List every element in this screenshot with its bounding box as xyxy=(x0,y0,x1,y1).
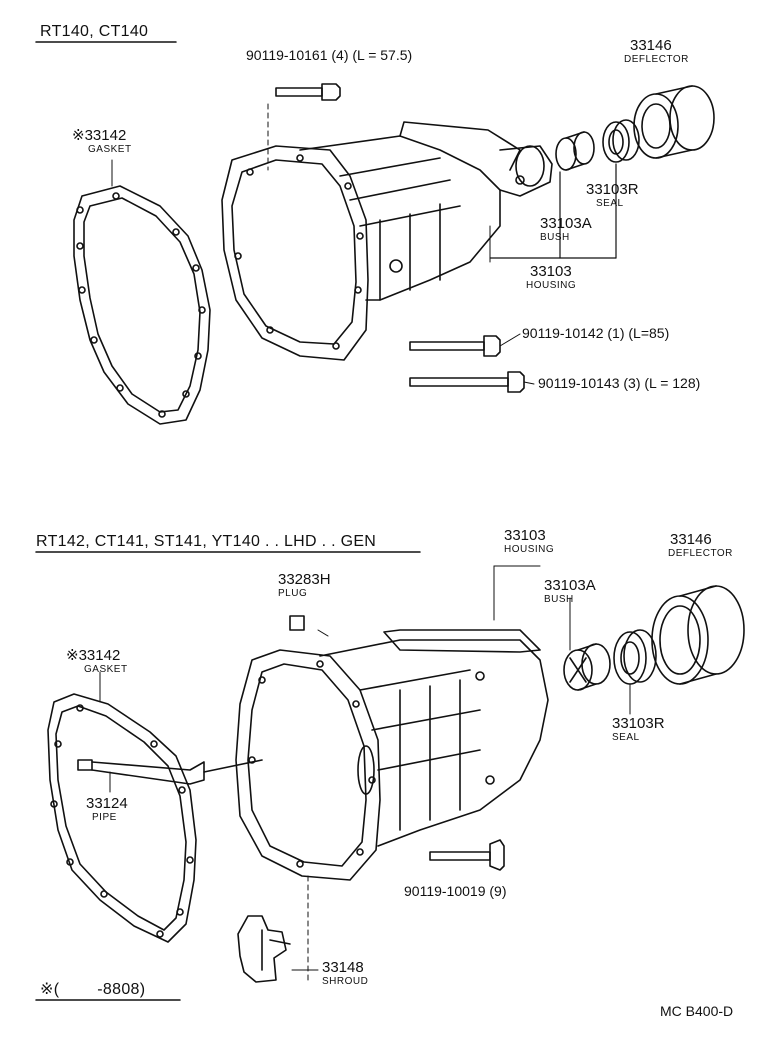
bottom-deflector-drawing xyxy=(651,585,745,685)
top-deflector-number: 33146 xyxy=(630,37,672,54)
top-seal-name: SEAL xyxy=(596,198,624,209)
bottom-pipe-name: PIPE xyxy=(92,812,117,823)
bottom-shroud-number: 33148 xyxy=(322,959,364,976)
top-bolt-upper-drawing xyxy=(267,83,341,171)
top-housing-drawing xyxy=(221,121,553,361)
bottom-deflector-name: DEFLECTOR xyxy=(668,548,733,559)
top-deflector-drawing xyxy=(633,85,715,159)
bottom-bush-number: 33103A xyxy=(544,577,596,594)
bottom-gasket-number: ※33142 xyxy=(66,647,121,664)
top-bolt-b-label: 90119-10142 (1) (L=85) xyxy=(522,325,670,341)
top-seal-number: 33103R xyxy=(586,181,639,198)
bottom-pipe-number: 33124 xyxy=(86,795,128,812)
top-gasket-number: ※33142 xyxy=(72,127,127,144)
bottom-gasket-drawing xyxy=(47,671,197,943)
bottom-deflector-number: 33146 xyxy=(670,531,712,548)
top-bolt-a-label: 90119-10161 (4) (L = 57.5) xyxy=(246,47,413,63)
bottom-seal-name: SEAL xyxy=(612,732,640,743)
top-deflector-name: DEFLECTOR xyxy=(624,54,689,65)
top-section-title: RT140, CT140 xyxy=(40,23,149,40)
bottom-plug-name: PLUG xyxy=(278,588,308,599)
bottom-housing-number: 33103 xyxy=(504,527,546,544)
top-bolt-c-drawing xyxy=(409,371,535,393)
top-bush-number: 33103A xyxy=(540,215,592,232)
bottom-housing-name: HOUSING xyxy=(504,544,555,555)
bottom-plug-number: 33283H xyxy=(278,571,331,588)
bottom-seal-number: 33103R xyxy=(612,715,665,732)
bottom-housing-drawing xyxy=(235,565,549,981)
bottom-seal-drawing xyxy=(613,629,657,715)
bottom-bush-drawing xyxy=(563,597,611,691)
top-gasket-drawing xyxy=(73,159,211,425)
bottom-gasket-name: GASKET xyxy=(84,664,128,675)
footnote-text: ※( -8808) xyxy=(40,981,146,998)
bottom-bush-name: BUSH xyxy=(544,594,574,605)
bottom-pipe-drawing xyxy=(77,759,263,793)
top-housing-name: HOUSING xyxy=(526,280,577,291)
figure-code: MC B400-D xyxy=(660,1003,734,1019)
top-bush-drawing xyxy=(555,131,595,171)
bottom-plug-drawing xyxy=(289,615,329,637)
top-seal-drawing xyxy=(602,119,640,163)
bottom-shroud-name: SHROUD xyxy=(322,976,369,987)
bottom-shroud-drawing xyxy=(237,915,319,983)
bottom-section-title: RT142, CT141, ST141, YT140 . . LHD . . G… xyxy=(36,533,377,550)
top-bush-name: BUSH xyxy=(540,232,570,243)
bottom-bolt-label: 90119-10019 (9) xyxy=(404,883,507,899)
bottom-bolt-drawing xyxy=(429,839,505,871)
top-gasket-name: GASKET xyxy=(88,144,132,155)
top-callout-lines xyxy=(489,163,617,259)
top-bolt-c-label: 90119-10143 (3) (L = 128) xyxy=(538,375,701,391)
top-housing-number: 33103 xyxy=(530,263,572,280)
top-bolt-b-drawing xyxy=(409,333,521,357)
